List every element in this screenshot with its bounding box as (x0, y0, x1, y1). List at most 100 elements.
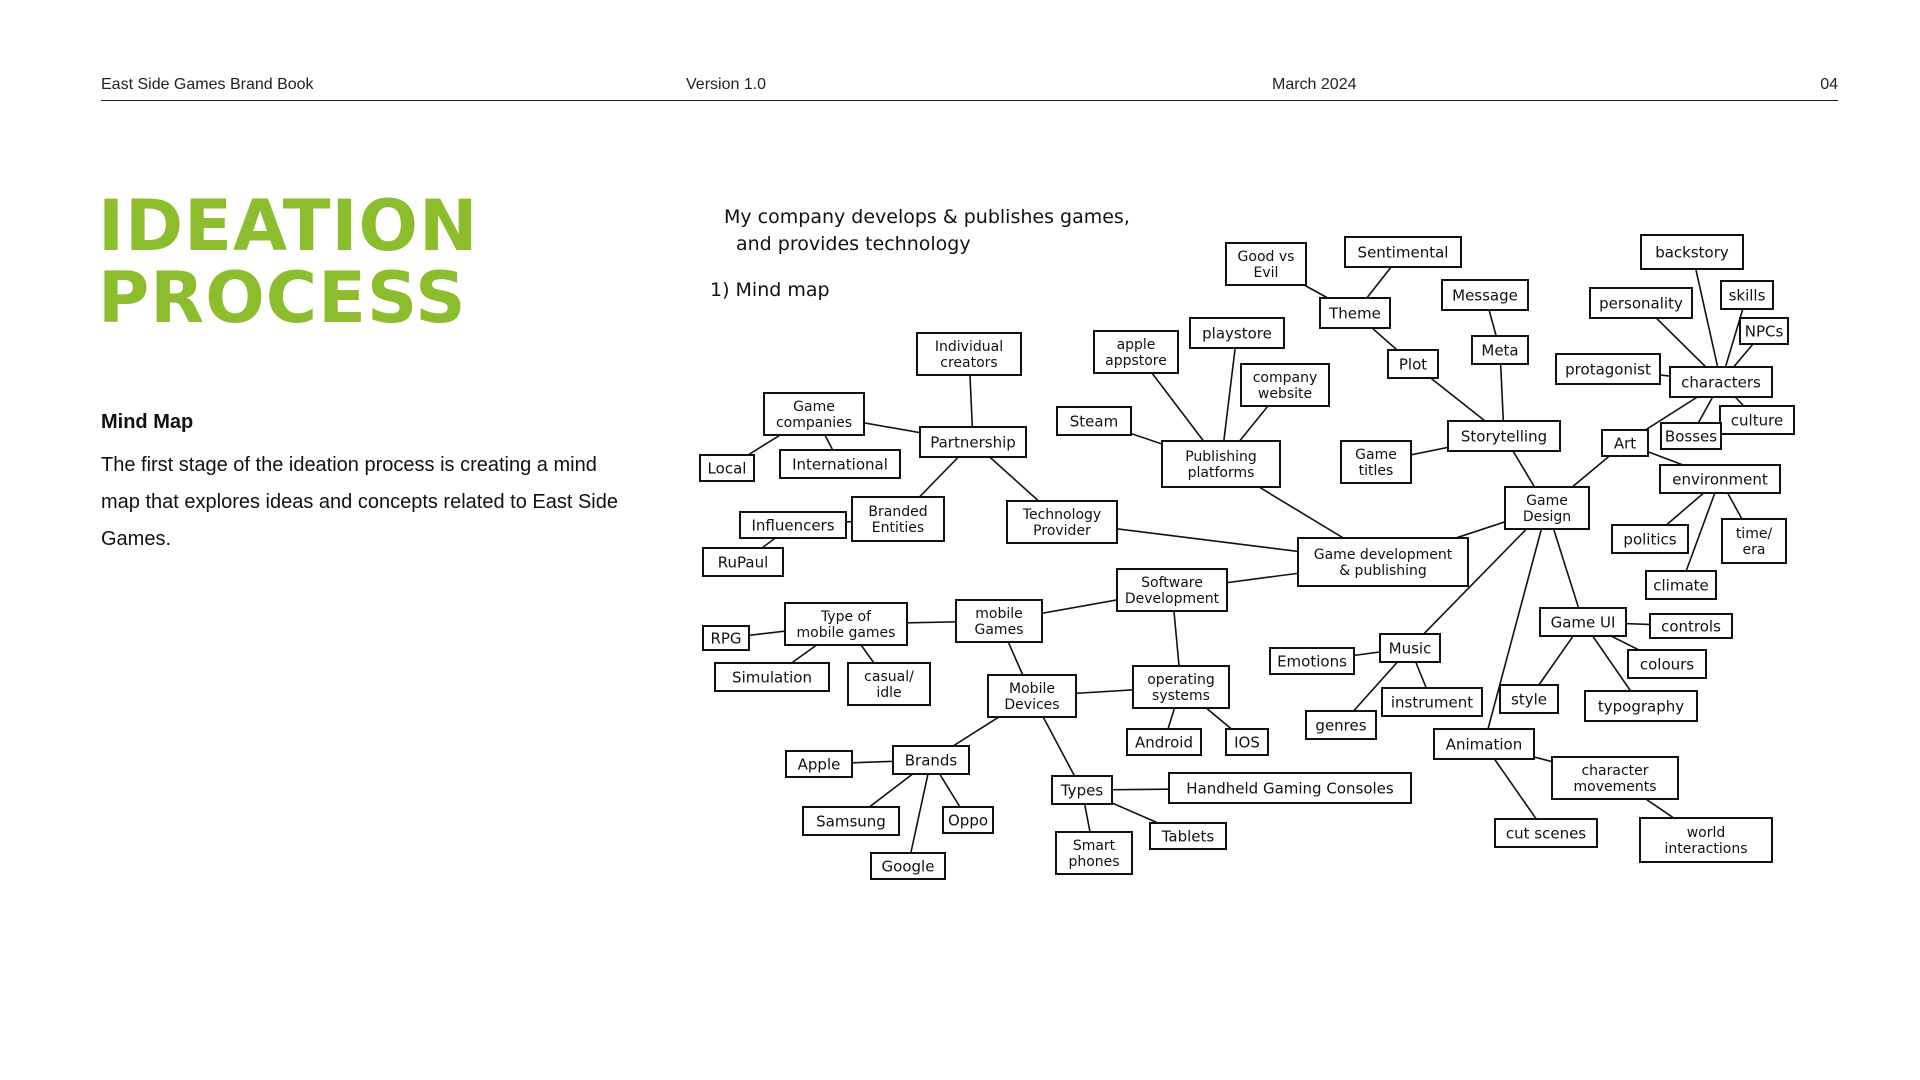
mind-map-node-box (1584, 690, 1698, 722)
mind-map-node-casual: casual/idle (847, 662, 931, 706)
mind-map-node-label: Technology (1022, 507, 1101, 523)
mind-map-node-theme: Theme (1319, 297, 1391, 329)
mind-map-node-google: Google (870, 852, 946, 880)
mind-map-node-box (702, 547, 784, 577)
mind-map-node-sentimental: Sentimental (1344, 236, 1462, 268)
mind-map-node-box (1269, 647, 1355, 675)
mind-map-node-box (1319, 297, 1391, 329)
mind-map-node-box (699, 454, 755, 482)
mind-map-node-box (1627, 649, 1707, 679)
mind-map-node-label: Oppo (948, 811, 988, 829)
mind-map-node-types: Types (1051, 775, 1113, 805)
mind-map-node-rupaul: RuPaul (702, 547, 784, 577)
mind-map-node-label: style (1511, 690, 1547, 708)
mind-map-node-characters: characters (1669, 366, 1773, 398)
mind-map-node-box (1645, 570, 1717, 600)
mind-map-node-samsung: Samsung (802, 806, 900, 836)
mind-map-node-handheld: Handheld Gaming Consoles (1168, 772, 1412, 804)
mind-map-node-label: Handheld Gaming Consoles (1186, 779, 1394, 797)
mind-map-node-label: Emotions (1277, 652, 1347, 670)
mind-map-node-label: Samsung (816, 812, 886, 830)
mind-map-node-label: era (1743, 542, 1766, 558)
mind-map-node-box (802, 806, 900, 836)
mind-map-node-label: characters (1681, 373, 1761, 391)
mind-map-node-box (1297, 537, 1469, 587)
mind-map-node-emotions: Emotions (1269, 647, 1355, 675)
mind-map-node-label: climate (1653, 576, 1709, 594)
mind-map-node-label: Smart (1073, 838, 1116, 854)
mind-map-node-storytelling: Storytelling (1447, 420, 1561, 452)
mind-map-node-box (1161, 440, 1281, 488)
page-header: East Side Games Brand Book Version 1.0 M… (101, 74, 1838, 101)
mind-map-node-label: world (1687, 825, 1726, 841)
mind-map-edge-gamedesign-animation (1483, 507, 1548, 745)
mind-map-node-box (1149, 822, 1227, 850)
mind-map-node-box (1499, 684, 1559, 714)
mind-map-node-label: mobile games (797, 625, 896, 641)
mind-map-node-label: Storytelling (1461, 427, 1547, 445)
mind-map-node-genres: genres (1305, 710, 1377, 740)
mind-map-node-label: Mobile (1009, 681, 1055, 697)
mind-map-node-box (955, 599, 1043, 643)
section-heading: Mind Map (101, 411, 194, 433)
mind-map-node-label: Publishing (1185, 449, 1257, 465)
mind-map-node-meta: Meta (1471, 335, 1529, 365)
mind-map-node-box (1441, 279, 1529, 311)
mind-map-node-apple: Apple (785, 750, 853, 778)
mind-map-node-box (1055, 831, 1133, 875)
mind-map-node-label: Software (1141, 575, 1203, 591)
mind-map-node-label: mobile (975, 606, 1022, 622)
mind-map-node-label: cut scenes (1506, 824, 1586, 842)
mind-map-node-label: company (1253, 370, 1318, 386)
mind-map-node-box (1551, 756, 1679, 800)
mind-map-node-box (739, 511, 847, 539)
mind-map-node-label: typography (1598, 697, 1684, 715)
mind-map-node-label: Sentimental (1358, 243, 1449, 261)
mind-map-node-label: Type of (820, 609, 872, 625)
mind-map-node-label: Simulation (732, 668, 812, 686)
mind-map-node-label: Good vs (1238, 249, 1295, 265)
mind-map-node-partnership: Partnership (919, 426, 1027, 458)
mind-map-node-skills: skills (1720, 280, 1774, 310)
mind-map-node-label: RuPaul (718, 553, 769, 571)
mind-map-node-controls: controls (1649, 613, 1733, 639)
mind-map-edge-characters-backstory (1691, 251, 1722, 383)
mind-map-node-label: Theme (1328, 304, 1381, 322)
mind-map-node-box (1340, 440, 1412, 484)
mind-map-node-sim: Simulation (714, 662, 830, 692)
mind-map-node-tablets: Tablets (1149, 822, 1227, 850)
mind-map-node-label: Android (1135, 733, 1193, 751)
mind-map-node-box (919, 426, 1027, 458)
mind-map-node-label: RPG (710, 629, 741, 647)
brand-book-title: East Side Games Brand Book (101, 76, 314, 93)
mind-map-node-box (851, 496, 945, 542)
mind-map-node-label: Plot (1399, 355, 1427, 373)
mind-map-edge-environment-climate (1680, 478, 1721, 586)
mind-map-node-label: movements (1573, 779, 1656, 795)
mind-map-node-box (784, 602, 908, 646)
mind-map-node-box (1611, 524, 1689, 554)
mind-map-node-label: Local (708, 459, 747, 477)
mind-map-node-art: Art (1601, 429, 1649, 457)
mind-map-node-box (1669, 366, 1773, 398)
mind-map-node-box (1720, 280, 1774, 310)
mind-map-node-label: Tablets (1161, 827, 1215, 845)
mind-map-node-box (1639, 817, 1773, 863)
mind-map-node-backstory: backstory (1640, 234, 1744, 270)
mind-map-node-label: Partnership (930, 433, 1016, 451)
mind-map-node-gameui: Game UI (1539, 607, 1627, 637)
mind-map-node-label: Brands (905, 751, 958, 769)
mind-map-node-label: & publishing (1339, 563, 1427, 579)
mind-map-node-label: Art (1614, 434, 1636, 452)
mind-map-node-label: idle (876, 685, 901, 701)
